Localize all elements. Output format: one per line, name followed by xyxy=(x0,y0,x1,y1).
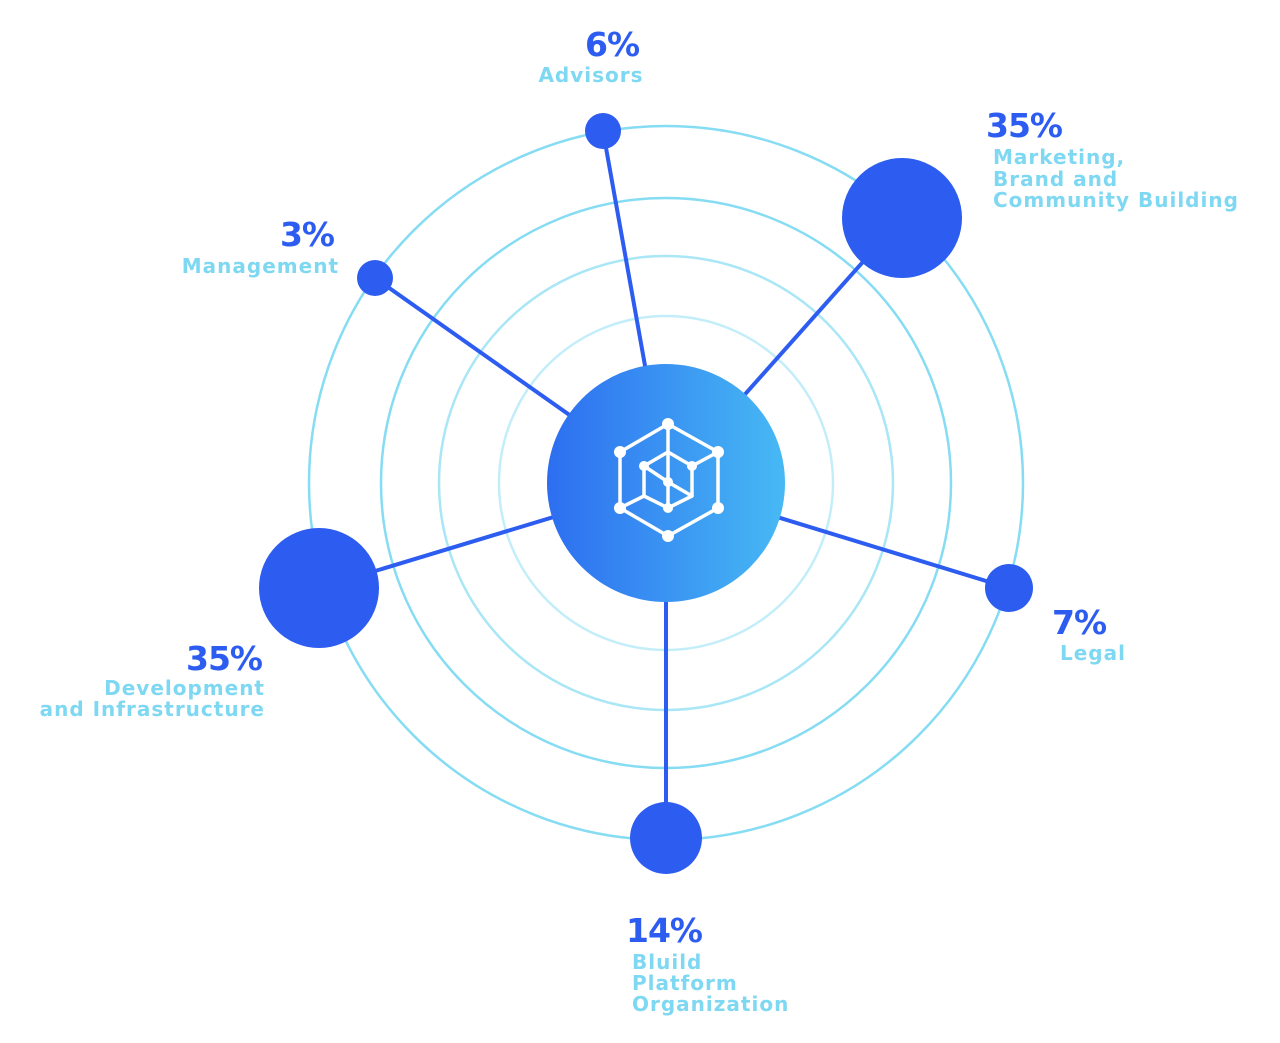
label-management: 3% Management xyxy=(182,215,339,278)
label-marketing-line-3: Community Building xyxy=(993,188,1239,212)
label-advisors-line-1: Advisors xyxy=(538,63,643,87)
label-legal: 7% Legal xyxy=(1052,603,1126,665)
node-platform xyxy=(630,802,702,874)
node-management xyxy=(357,260,393,296)
network-cube-icon xyxy=(614,418,724,542)
label-legal-line-1: Legal xyxy=(1060,641,1126,665)
percent-advisors: 6% xyxy=(585,25,640,64)
percent-legal: 7% xyxy=(1052,603,1107,642)
node-development xyxy=(259,528,379,648)
percent-development: 35% xyxy=(186,639,263,678)
hub xyxy=(547,364,785,602)
percent-platform: 14% xyxy=(626,911,703,950)
label-platform-line-3: Organization xyxy=(632,992,789,1016)
label-platform-line-2: Platform xyxy=(632,971,738,995)
label-marketing: 35% Marketing, Brand and Community Build… xyxy=(986,106,1239,212)
label-advisors: 6% Advisors xyxy=(538,25,643,87)
label-platform-line-1: Bluild xyxy=(632,950,702,974)
node-marketing xyxy=(842,158,962,278)
label-management-line-1: Management xyxy=(182,254,339,278)
percent-marketing: 35% xyxy=(986,106,1063,145)
label-marketing-line-1: Marketing, xyxy=(993,145,1125,169)
nodes xyxy=(259,113,1033,874)
percent-management: 3% xyxy=(280,215,335,254)
node-advisors xyxy=(585,113,621,149)
label-marketing-line-2: Brand and xyxy=(993,167,1118,191)
label-development: 35% Development and Infrastructure xyxy=(40,639,265,721)
node-legal xyxy=(985,564,1033,612)
label-development-line-2: and Infrastructure xyxy=(40,697,265,721)
label-platform: 14% Bluild Platform Organization xyxy=(626,911,789,1016)
label-development-line-1: Development xyxy=(104,676,265,700)
